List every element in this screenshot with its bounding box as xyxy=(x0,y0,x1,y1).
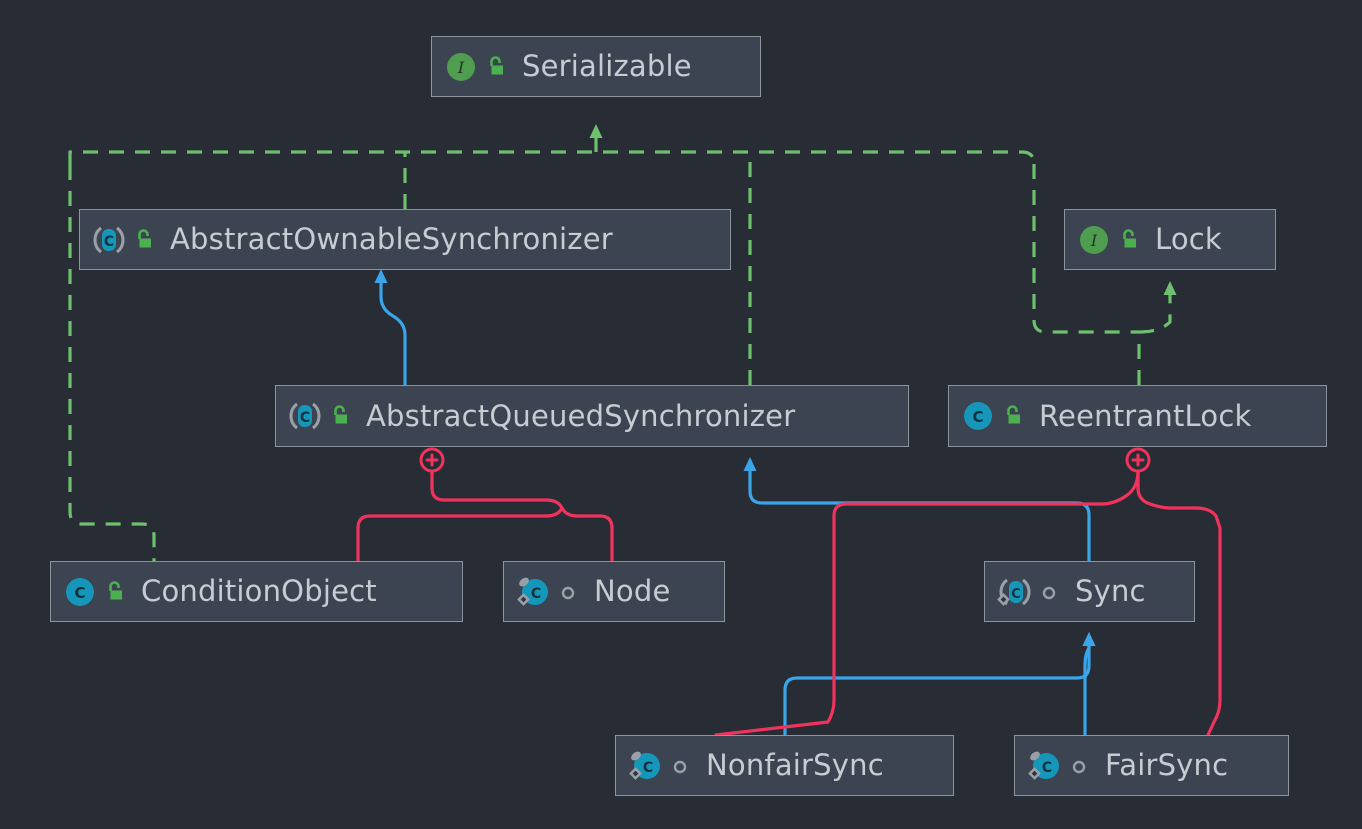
class-node-fair-sync[interactable]: C FairSync xyxy=(1014,735,1289,796)
class-node-reentrant-lock[interactable]: C ReentrantLock xyxy=(948,385,1327,447)
interface-icon: I xyxy=(1077,223,1111,257)
static-inner-class-icon: C xyxy=(1027,749,1061,783)
package-private-icon xyxy=(1036,579,1062,605)
node-label: AbstractOwnableSynchronizer xyxy=(170,222,613,256)
svg-text:C: C xyxy=(1042,760,1052,776)
unlocked-public-icon xyxy=(102,579,128,605)
svg-text:C: C xyxy=(643,760,653,776)
class-node-nonfair-sync[interactable]: C NonfairSync xyxy=(615,735,954,796)
class-node-serializable[interactable]: I Serializable xyxy=(431,36,761,97)
svg-text:C: C xyxy=(1011,587,1021,602)
node-label: AbstractQueuedSynchronizer xyxy=(366,398,796,433)
static-inner-class-icon: C xyxy=(628,749,662,783)
abstract-class-icon: C xyxy=(92,223,126,257)
svg-text:C: C xyxy=(74,584,85,602)
unlocked-public-icon xyxy=(1000,403,1026,429)
implements-edges xyxy=(68,124,1177,561)
node-label: ConditionObject xyxy=(141,574,377,608)
class-node-abstract-queued-synchronizer[interactable]: C AbstractQueuedSynchronizer xyxy=(275,385,909,447)
svg-text:I: I xyxy=(1090,231,1098,250)
extends-edges xyxy=(374,269,1096,737)
class-node-sync[interactable]: C Sync xyxy=(984,561,1195,622)
svg-text:C: C xyxy=(531,586,541,602)
class-node-abstract-ownable-synchronizer[interactable]: C AbstractOwnableSynchronizer xyxy=(79,209,731,270)
svg-text:C: C xyxy=(972,408,983,426)
node-label: NonfairSync xyxy=(706,748,884,782)
interface-icon: I xyxy=(444,50,478,84)
class-node-condition-object[interactable]: C ConditionObject xyxy=(50,561,463,622)
package-private-icon xyxy=(555,579,581,605)
package-private-icon xyxy=(667,753,693,779)
package-private-icon xyxy=(1066,753,1092,779)
unlocked-public-icon xyxy=(131,227,157,253)
static-inner-class-icon: C xyxy=(516,575,550,609)
svg-text:I: I xyxy=(457,58,465,77)
class-icon: C xyxy=(961,399,995,433)
unlocked-public-icon xyxy=(483,54,509,80)
class-icon: C xyxy=(63,575,97,609)
class-node-lock[interactable]: I Lock xyxy=(1064,209,1276,270)
class-node-node[interactable]: C Node xyxy=(503,561,725,622)
node-label: FairSync xyxy=(1105,748,1229,782)
node-label: Serializable xyxy=(522,49,692,83)
abstract-static-inner-class-icon: C xyxy=(997,575,1031,609)
node-label: Lock xyxy=(1155,222,1222,256)
svg-text:C: C xyxy=(104,234,114,250)
unlocked-public-icon xyxy=(327,403,353,429)
unlocked-public-icon xyxy=(1116,227,1142,253)
abstract-class-icon: C xyxy=(288,399,322,433)
node-label: Node xyxy=(594,574,671,608)
svg-text:C: C xyxy=(300,410,310,426)
node-label: Sync xyxy=(1075,574,1146,608)
node-label: ReentrantLock xyxy=(1039,398,1252,433)
